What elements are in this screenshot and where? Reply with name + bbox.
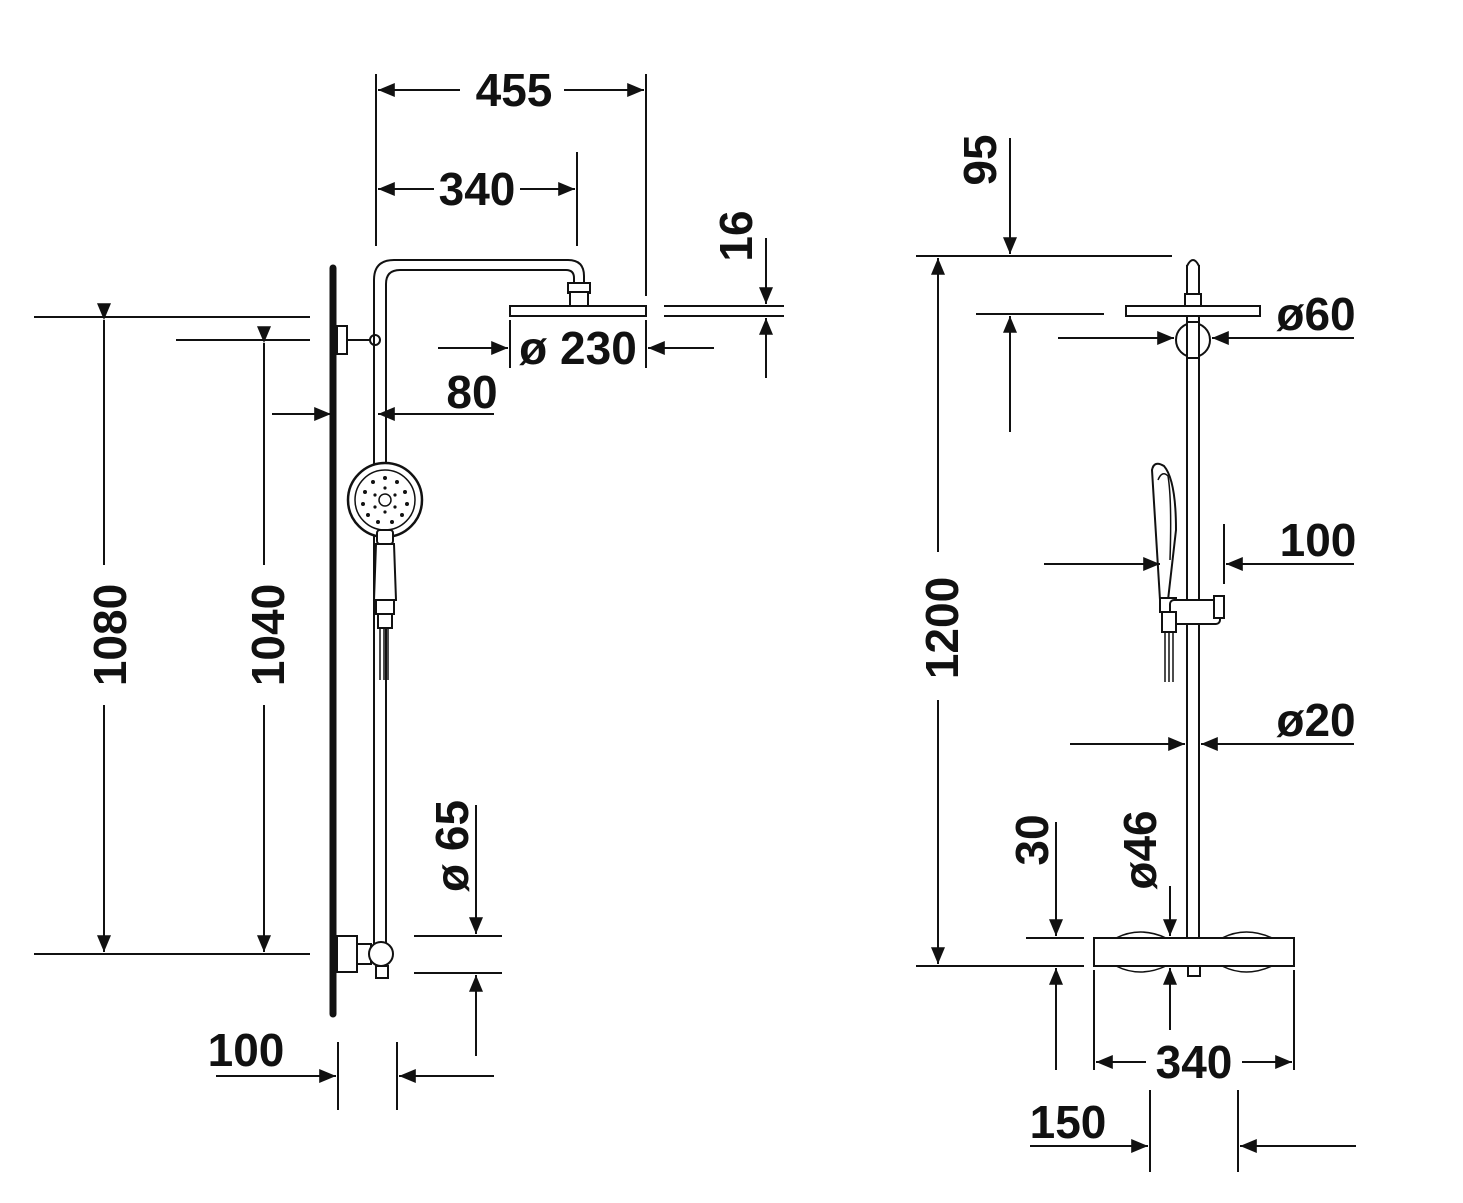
dim-height-mount: 1040	[242, 584, 294, 686]
side-view: 1080 1040 455 340 16 ø 230 80	[34, 64, 784, 1110]
mixer-front	[1093, 931, 1295, 977]
dim-height-total: 1080	[84, 584, 136, 686]
dim-mixer-projection: 100	[208, 1024, 285, 1076]
dim-rod-height: 1200	[916, 577, 968, 679]
dim-knob-diameter: ø46	[1114, 810, 1166, 889]
head-shower	[509, 305, 647, 317]
dim-mixer-diameter: ø 65	[426, 800, 478, 892]
dim-top-extension: 95	[954, 134, 1006, 185]
front-view: 95 1200 ø60 100 ø20 30 ø46 340	[916, 134, 1356, 1172]
head-shower-front	[1125, 305, 1261, 317]
dim-holder-diameter: ø60	[1276, 288, 1355, 340]
dim-rod-diameter: ø20	[1276, 694, 1355, 746]
dim-width-total: 455	[476, 64, 553, 116]
wall-bracket-top	[336, 325, 348, 355]
hand-shower	[346, 461, 424, 680]
dim-handshower-width: 100	[1280, 514, 1357, 566]
dim-arm-reach: 340	[439, 163, 516, 215]
mixer-side	[336, 935, 394, 979]
dim-center-distance: 150	[1030, 1096, 1107, 1148]
dim-mixer-width: 340	[1156, 1036, 1233, 1088]
dim-head-diameter: ø 230	[519, 322, 637, 374]
dim-mixer-height: 30	[1006, 814, 1058, 865]
dim-wall-offset: 80	[446, 366, 497, 418]
dim-head-thickness: 16	[710, 210, 762, 261]
shower-arm	[373, 259, 585, 944]
